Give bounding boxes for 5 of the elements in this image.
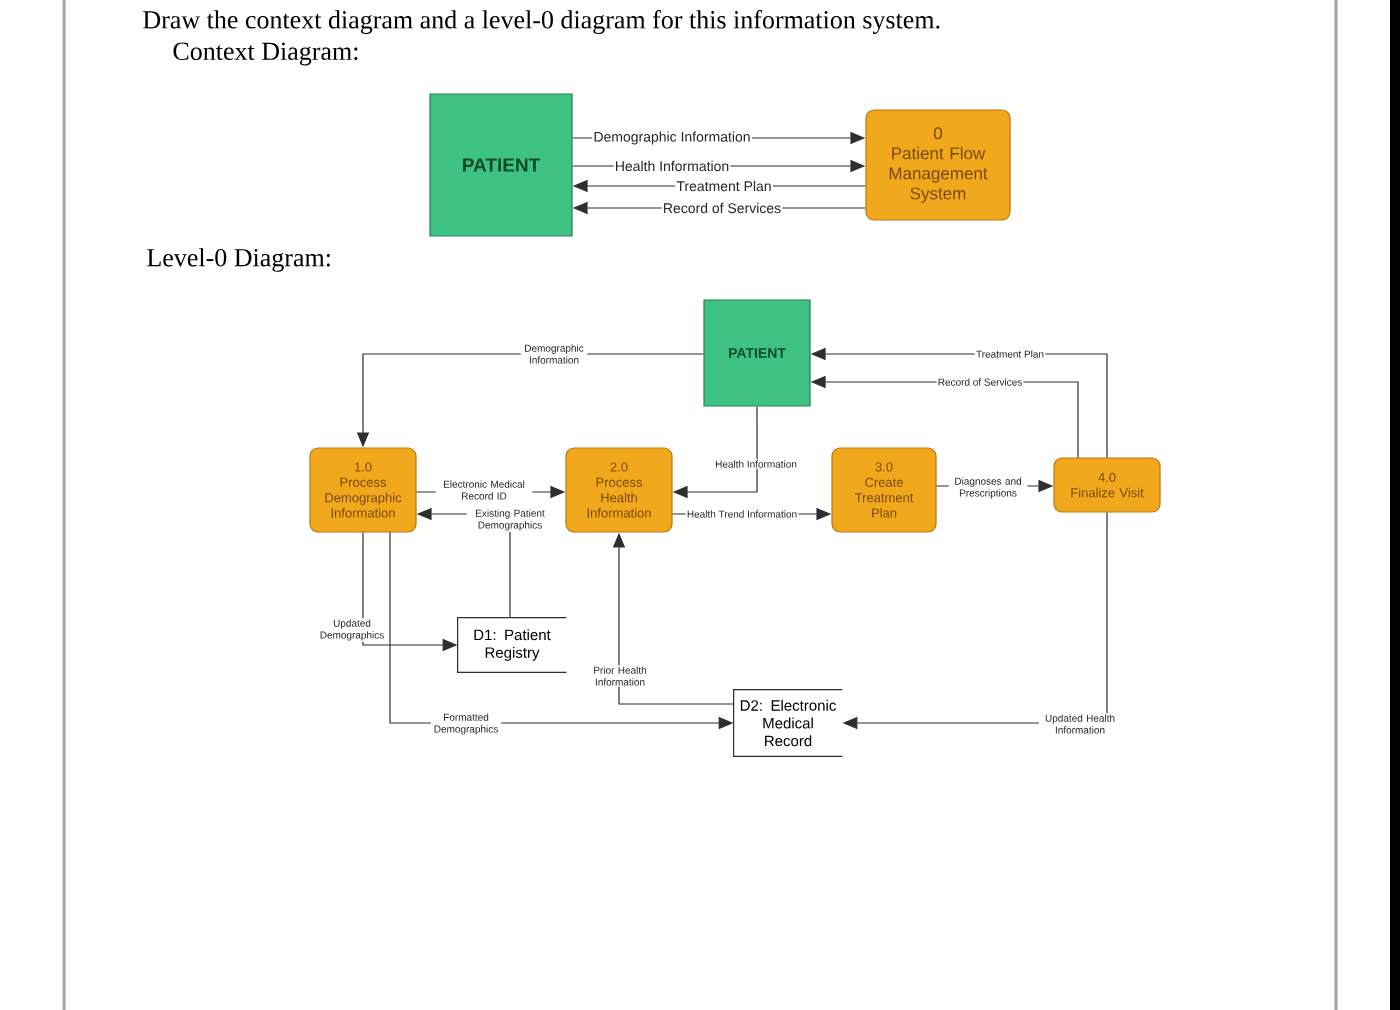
external-entity-box: PATIENT — [429, 93, 573, 237]
section-heading: Level-0 Diagram: — [147, 248, 330, 272]
title: Draw the context diagram and a level-0 diagram for this information system. — [143, 10, 940, 34]
process-box: 0 Patient Flow Management System — [865, 109, 1011, 221]
section-heading: Context Diagram: — [173, 42, 358, 66]
